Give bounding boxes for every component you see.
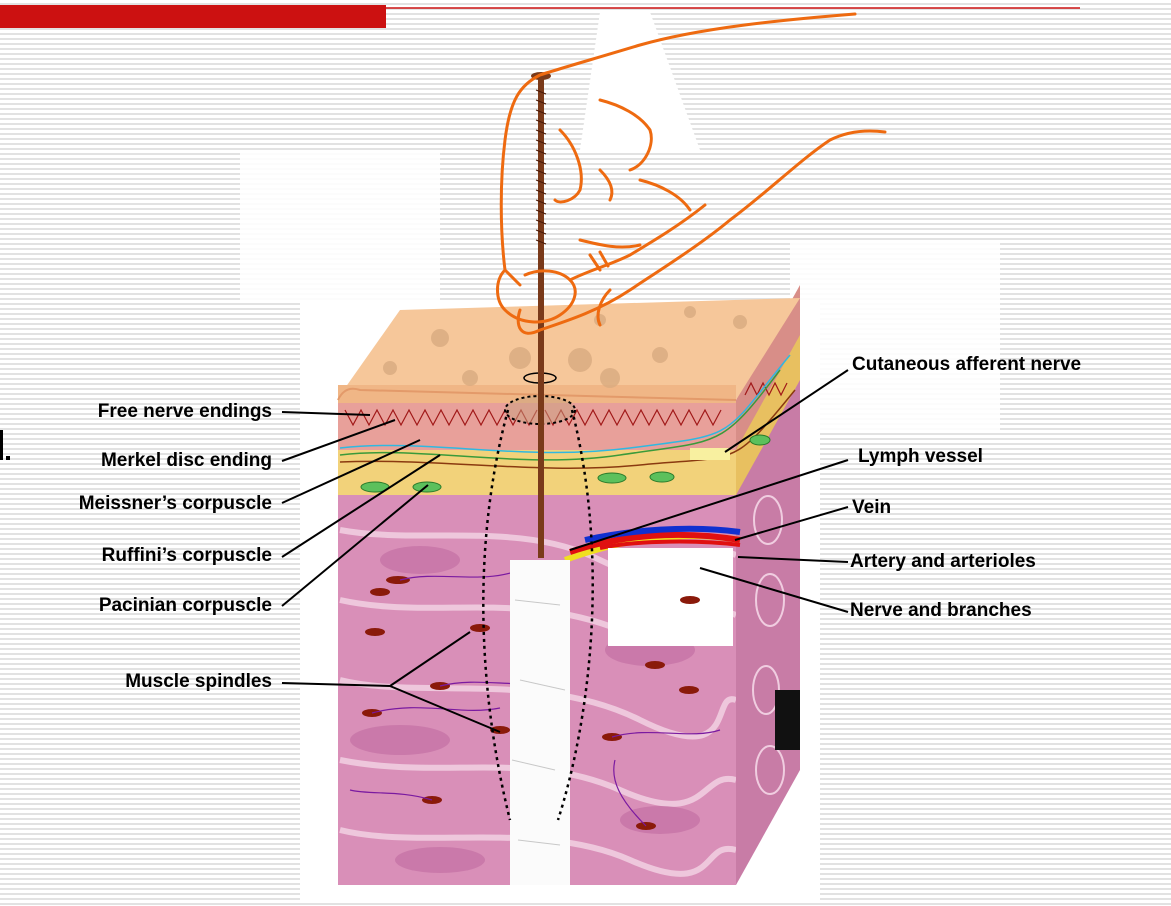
label-cutaneous-afferent-nerve: Cutaneous afferent nerve [852, 354, 1081, 376]
label-pacinian-corpuscle: Pacinian corpuscle [20, 595, 272, 617]
edge-mark [0, 430, 3, 460]
label-meissners-corpuscle: Meissner’s corpuscle [0, 493, 272, 515]
white-blank-vessel [608, 548, 733, 646]
header-red-bar [0, 5, 386, 28]
epidermis-top [338, 298, 800, 400]
needle [538, 78, 544, 558]
label-nerve-and-branches: Nerve and branches [850, 600, 1032, 622]
label-lymph-vessel: Lymph vessel [858, 446, 983, 468]
white-shape-top [580, 12, 700, 150]
label-free-nerve-endings: Free nerve endings [40, 401, 272, 423]
label-artery-and-arterioles: Artery and arterioles [850, 551, 1036, 573]
label-merkel-disc-ending: Merkel disc ending [40, 450, 272, 472]
white-shape-left [240, 150, 440, 300]
needle-channel [510, 560, 570, 885]
cutaneous-nerve-block [690, 448, 730, 460]
black-artifact [775, 690, 800, 750]
label-vein: Vein [852, 497, 891, 519]
label-muscle-spindles: Muscle spindles [20, 671, 272, 693]
edge-dot [6, 456, 10, 460]
white-shape-right [790, 240, 1000, 430]
label-ruffinis-corpuscle: Ruffini’s corpuscle [20, 545, 272, 567]
